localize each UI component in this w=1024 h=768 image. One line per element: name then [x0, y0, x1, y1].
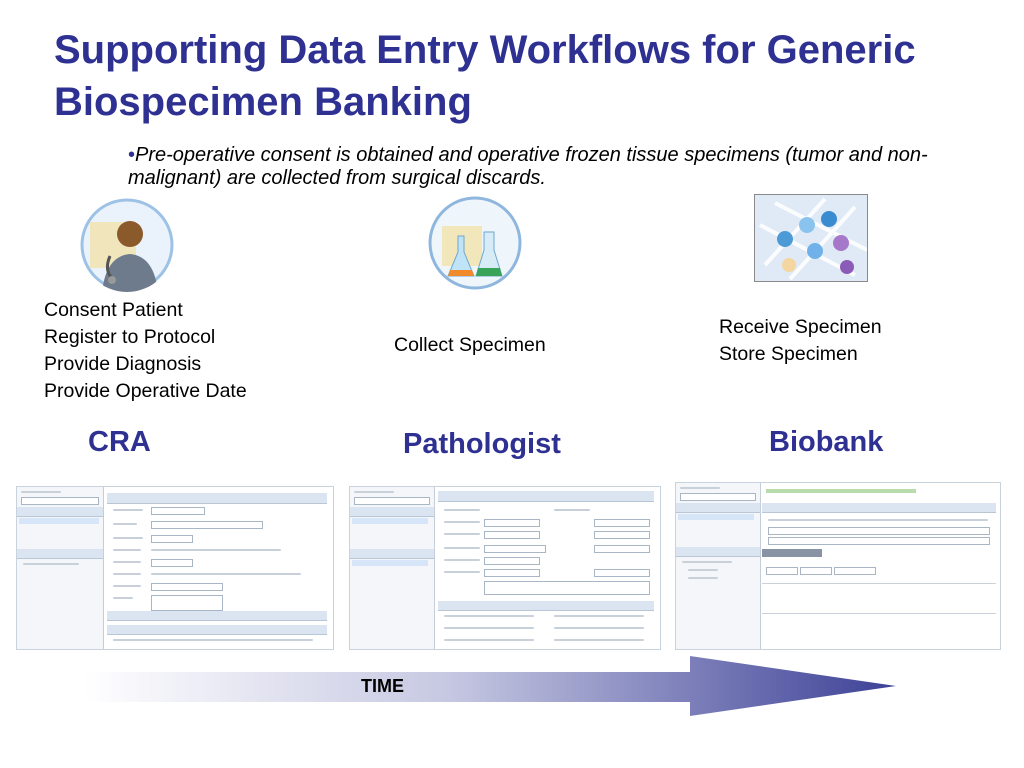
left-pane [17, 487, 104, 649]
bullet-text: Pre-operative consent is obtained and op… [128, 144, 928, 189]
biobank-task-list: Receive Specimen Store Specimen [719, 314, 949, 368]
intro-bullet: •Pre-operative consent is obtained and o… [128, 144, 928, 190]
specimen-box-icon [754, 194, 868, 282]
biobank-screenshot [675, 482, 1001, 650]
biobank-task: Receive Specimen [719, 316, 882, 338]
bullet-dot: • [128, 144, 136, 166]
pathologist-task: Collect Specimen [394, 334, 546, 356]
role-label-pathologist: Pathologist [403, 428, 561, 460]
role-label-biobank: Biobank [769, 426, 884, 458]
doctor-icon [80, 198, 174, 292]
left-pane [350, 487, 435, 649]
pathologist-screenshot [349, 486, 661, 650]
left-pane [676, 483, 761, 649]
cra-screenshot [16, 486, 334, 650]
cra-task: Register to Protocol [44, 326, 216, 348]
role-label-cra: CRA [88, 426, 151, 458]
pathologist-task-list: Collect Specimen [394, 332, 624, 359]
cra-task: Provide Diagnosis [44, 353, 202, 375]
cra-task-list: Consent Patient Register to Protocol Pro… [44, 297, 324, 405]
time-label: TIME [361, 676, 404, 696]
cra-task: Consent Patient [44, 299, 183, 321]
cra-task: Provide Operative Date [44, 380, 247, 402]
slide-title: Supporting Data Entry Workflows for Gene… [54, 28, 916, 124]
time-arrow [84, 656, 896, 718]
biobank-task: Store Specimen [719, 343, 858, 365]
lab-flasks-icon [428, 196, 523, 291]
